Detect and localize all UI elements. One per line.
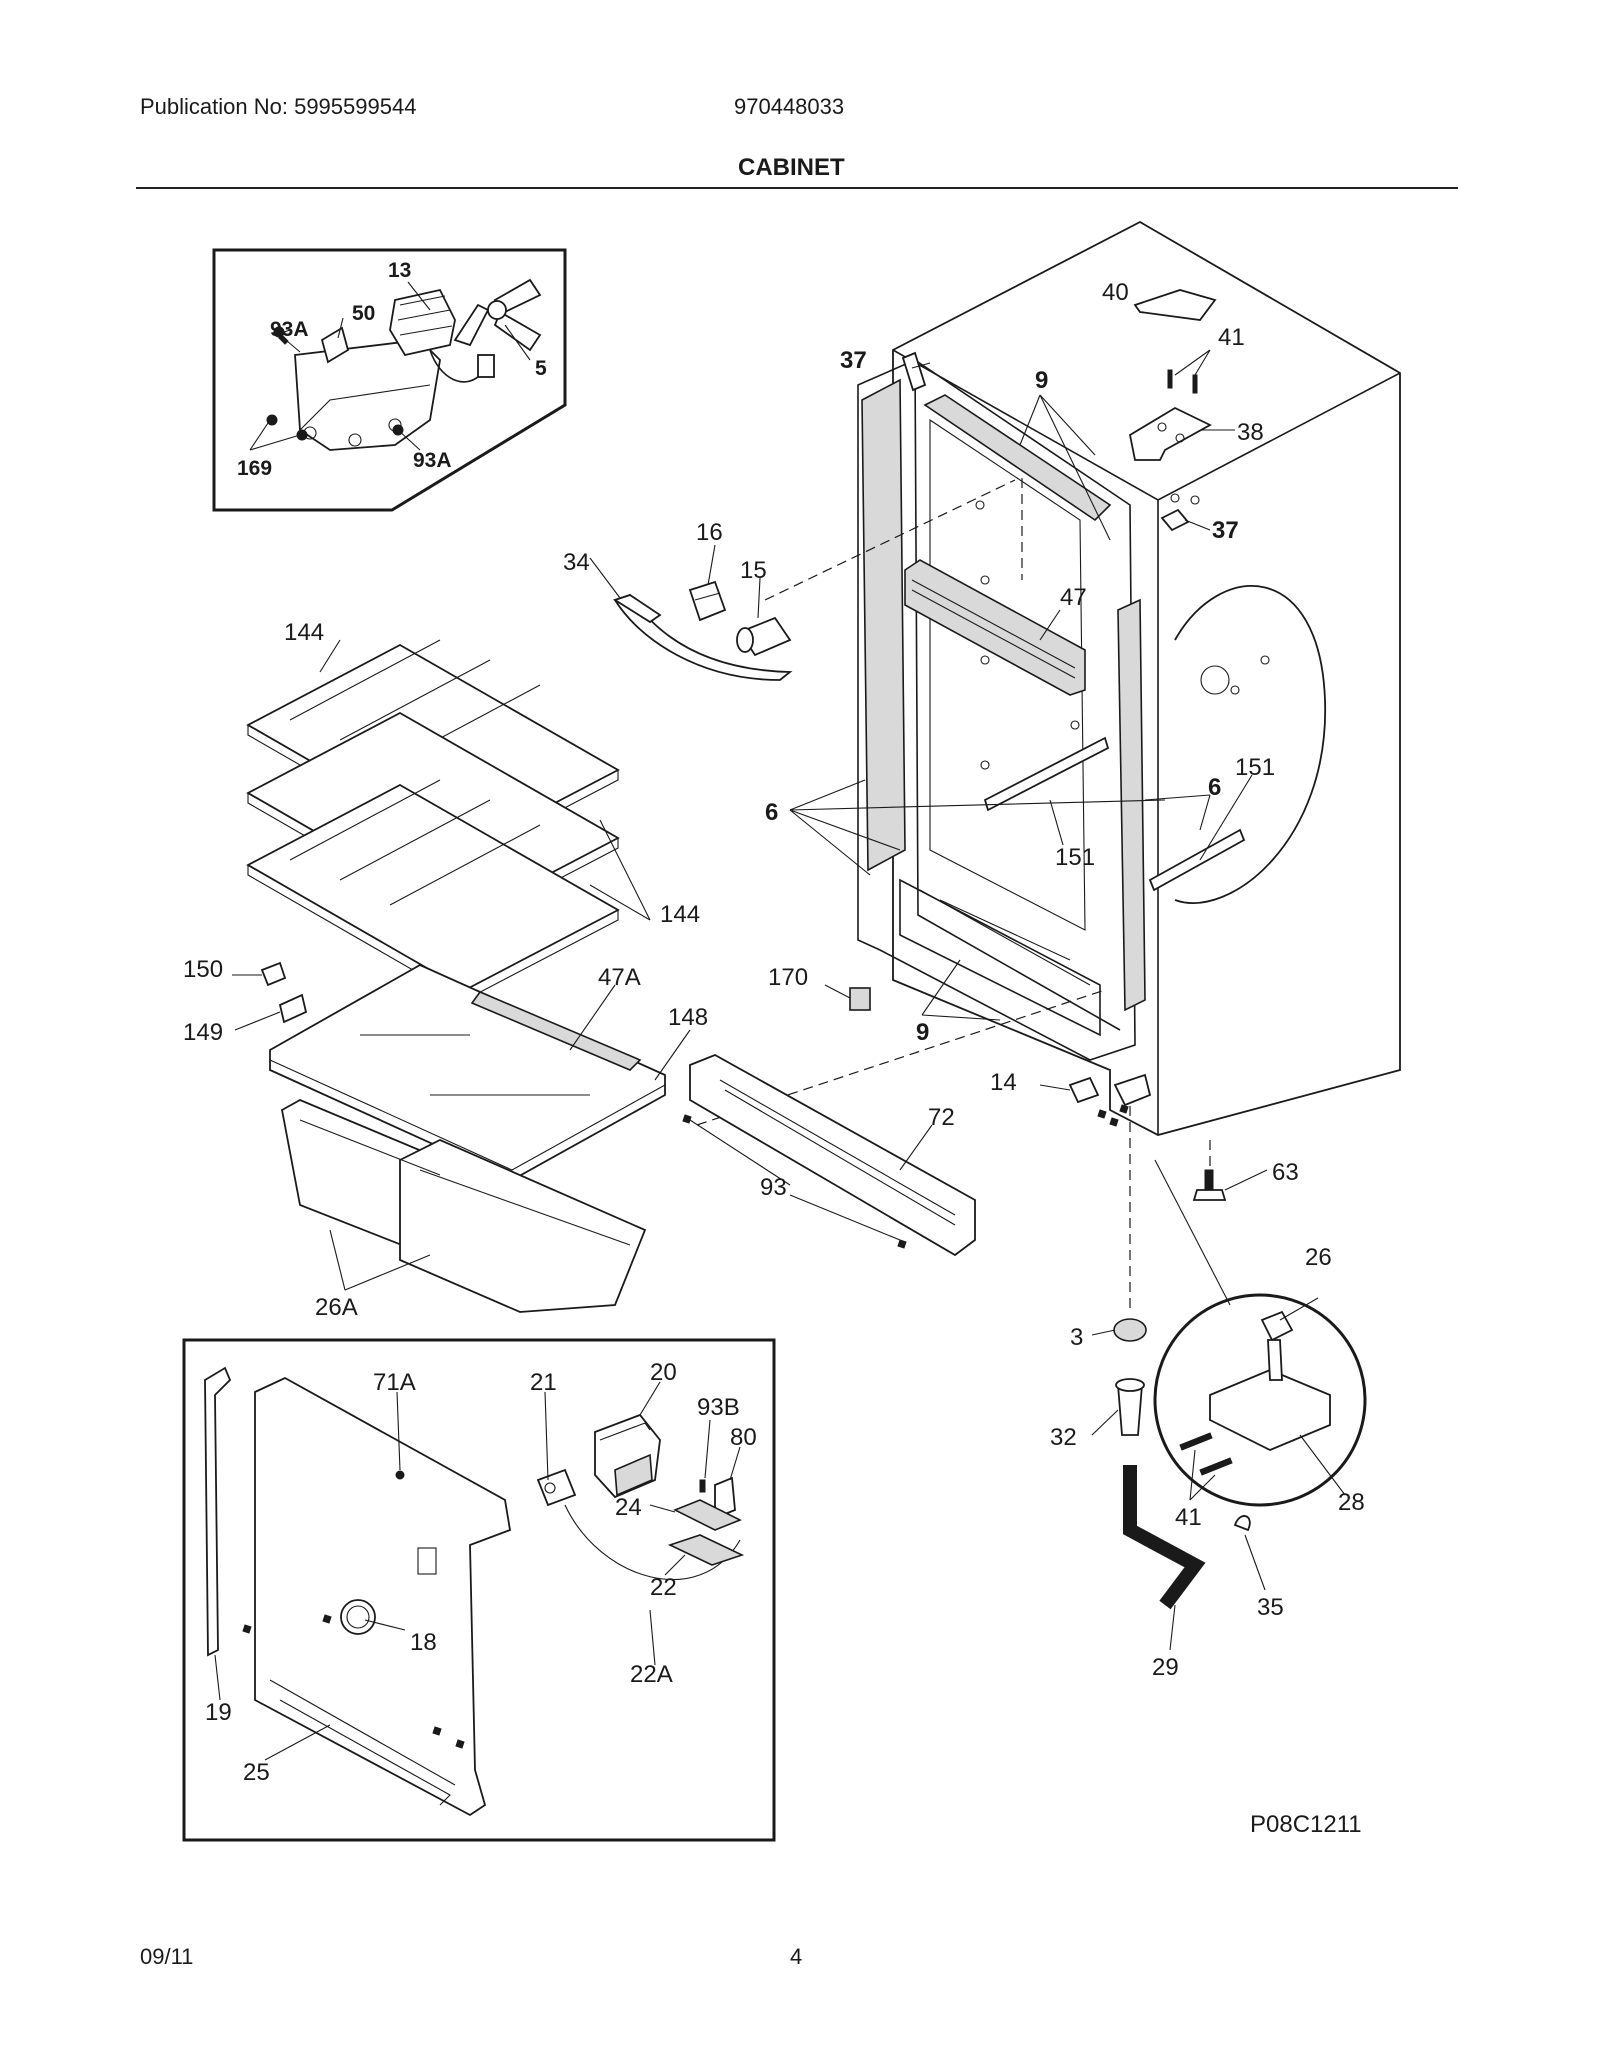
crisper-assembly [232, 961, 691, 1313]
callout-93b: 93B [697, 1394, 740, 1421]
callout-16: 16 [696, 519, 723, 546]
callout-93a-top: 93A [270, 318, 309, 341]
callout-9-top: 9 [1035, 367, 1048, 394]
callout-151-center: 151 [1055, 844, 1095, 871]
drain-assembly [1091, 1318, 1266, 1651]
callout-80: 80 [730, 1424, 757, 1451]
callout-63: 63 [1272, 1159, 1299, 1186]
callout-13: 13 [388, 259, 411, 282]
callout-6-right: 6 [1208, 774, 1221, 801]
callout-26: 26 [1305, 1244, 1332, 1271]
callout-144-top: 144 [284, 619, 324, 646]
footer-page-number: 4 [790, 1944, 803, 1969]
callout-144-bottom: 144 [660, 901, 700, 928]
diagram-code: P08C1211 [1250, 1811, 1362, 1838]
fan-motor-inset [212, 248, 567, 512]
callout-25: 25 [243, 1759, 270, 1786]
callout-24: 24 [615, 1494, 642, 1521]
publication-number: Publication No: 5995599544 [140, 94, 417, 119]
callout-71a: 71A [373, 1369, 416, 1396]
callout-19: 19 [205, 1699, 232, 1726]
callout-41-bottom: 41 [1175, 1504, 1202, 1531]
callout-149: 149 [183, 1019, 223, 1046]
callout-150: 150 [183, 956, 223, 983]
callout-170: 170 [768, 964, 808, 991]
callout-41-top: 41 [1218, 324, 1245, 351]
callout-18: 18 [410, 1629, 437, 1656]
header-rule [136, 187, 1458, 189]
callout-34: 34 [563, 549, 590, 576]
shelves [246, 639, 651, 1001]
callout-72: 72 [928, 1104, 955, 1131]
hinge-inset [1153, 1159, 1367, 1507]
callout-40: 40 [1102, 279, 1129, 306]
callout-20: 20 [650, 1359, 677, 1386]
callout-47: 47 [1060, 584, 1087, 611]
callout-93: 93 [760, 1174, 787, 1201]
callout-148: 148 [668, 1004, 708, 1031]
callout-32: 32 [1050, 1424, 1077, 1451]
callout-5: 5 [535, 357, 547, 380]
callout-labels: 13 93A 50 5 169 93A 40 41 37 9 38 37 16 … [183, 259, 1365, 1786]
page-title: CABINET [738, 154, 845, 181]
callout-26a: 26A [315, 1294, 358, 1321]
callout-151-right: 151 [1235, 754, 1275, 781]
callout-47a: 47A [598, 964, 641, 991]
callout-28: 28 [1338, 1489, 1365, 1516]
callout-35: 35 [1257, 1594, 1284, 1621]
toe-grille [682, 1054, 976, 1257]
callout-14: 14 [990, 1069, 1017, 1096]
callout-38: 38 [1237, 419, 1264, 446]
callout-37-right: 37 [1212, 517, 1239, 544]
callout-93a-bottom: 93A [413, 449, 452, 472]
callout-169: 169 [237, 457, 272, 480]
callout-37-top: 37 [840, 347, 867, 374]
callout-22: 22 [650, 1574, 677, 1601]
callout-22a: 22A [630, 1661, 673, 1688]
control-inset [182, 1338, 776, 1842]
callout-6-left: 6 [765, 799, 778, 826]
callout-15: 15 [740, 557, 767, 584]
callout-21: 21 [530, 1369, 557, 1396]
callout-3: 3 [1070, 1324, 1083, 1351]
footer-date: 09/11 [140, 1944, 194, 1969]
callout-50: 50 [352, 302, 375, 325]
callout-9-bottom: 9 [916, 1019, 929, 1046]
cabinet-body [696, 220, 1401, 1310]
light-assembly [589, 544, 793, 681]
model-number: 970448033 [734, 94, 845, 119]
callout-29: 29 [1152, 1654, 1179, 1681]
